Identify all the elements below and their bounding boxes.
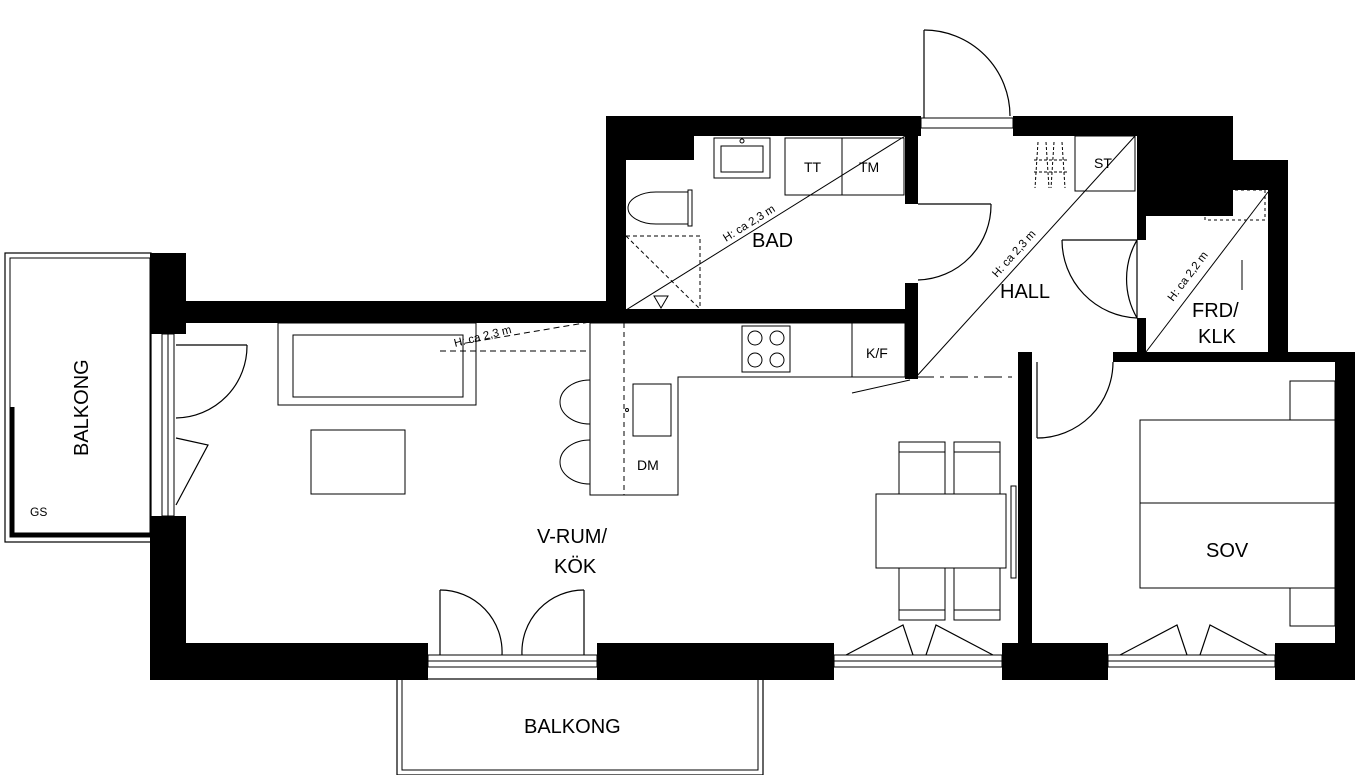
walls — [150, 116, 1355, 680]
hall-fixtures — [1034, 135, 1266, 290]
room-label-balkong-south: BALKONG — [524, 716, 621, 738]
ceiling-height-kitchen: H: ca 2,3 m — [453, 324, 513, 350]
room-label-sov: SOV — [1206, 540, 1249, 562]
label-el: EL — [1209, 203, 1226, 219]
ceiling-height-labels: H: ca 2,3 m H: ca 2,3 m H: ca 2,2 m H: c… — [453, 203, 1211, 350]
room-label-balkong-west: BALKONG — [71, 359, 93, 456]
label-kf: K/F — [866, 345, 888, 361]
room-label-frd-klk-1: FRD/ — [1192, 300, 1239, 322]
kitchen — [559, 322, 911, 496]
living-furniture — [277, 322, 477, 495]
label-tm: TM — [859, 159, 879, 175]
windows — [161, 117, 1276, 668]
label-st: ST — [1094, 155, 1112, 171]
room-label-hall: HALL — [1000, 281, 1050, 303]
bed — [1139, 380, 1336, 627]
door-swings — [175, 29, 1268, 656]
label-dm: DM — [637, 457, 659, 473]
label-gs: GS — [30, 505, 47, 519]
ceiling-height-frd: H: ca 2,2 m — [1166, 250, 1211, 304]
ceiling-lines — [440, 135, 1269, 378]
ceiling-height-hall: H: ca 2,3 m — [990, 228, 1038, 280]
fixture-labels: TT TM ST EL K/F DM GS — [30, 155, 1226, 519]
room-label-vrum-1: V-RUM/ — [537, 526, 607, 548]
room-label-vrum-2: KÖK — [554, 556, 597, 578]
room-labels: BAD HALL FRD/ KLK V-RUM/ KÖK SOV BALKONG… — [71, 230, 1249, 738]
bathroom-fixtures — [625, 137, 905, 310]
label-tt: TT — [804, 159, 822, 175]
room-label-frd-klk-2: KLK — [1198, 326, 1236, 348]
balcony-west — [4, 252, 152, 543]
balcony-south — [396, 678, 764, 775]
room-label-bad: BAD — [752, 230, 793, 252]
dining-set — [875, 441, 1017, 621]
